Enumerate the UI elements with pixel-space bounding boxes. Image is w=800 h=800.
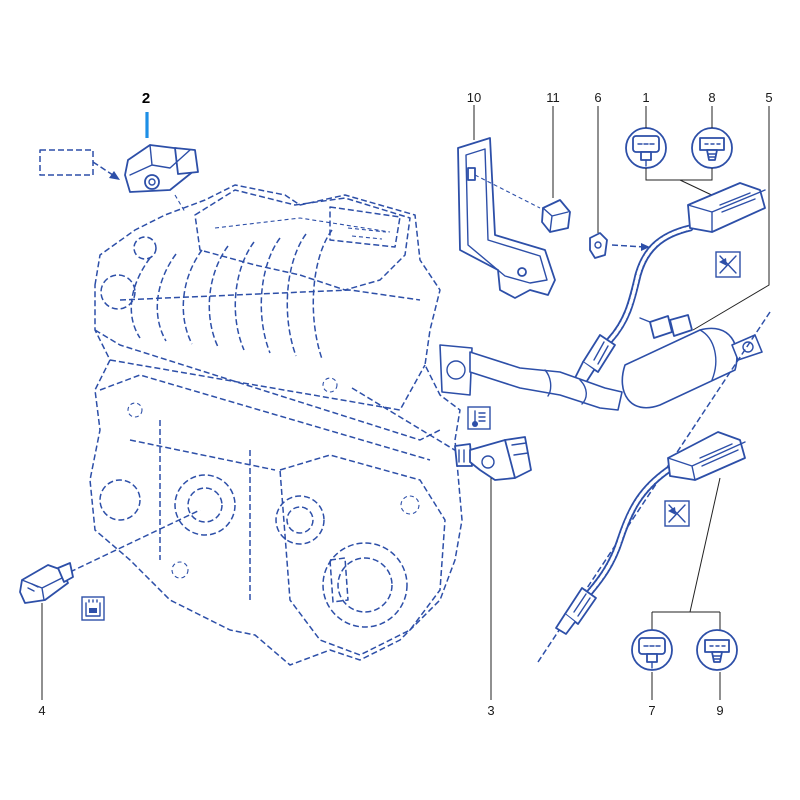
callout-8[interactable]: 8 (708, 90, 715, 105)
callout-6[interactable]: 6 (594, 90, 601, 105)
callout-2[interactable]: 2 (142, 90, 150, 107)
connector-detail-icon (696, 629, 738, 671)
callout-7[interactable]: 7 (648, 703, 655, 718)
connector-detail-icon (691, 127, 733, 169)
disconnect-tool-icon (715, 251, 741, 278)
callout-11[interactable]: 11 (546, 90, 560, 105)
callout-3[interactable]: 3 (487, 703, 494, 718)
connector-detail-icon (631, 629, 673, 671)
part-2-sensor (39, 144, 199, 213)
callout-5[interactable]: 5 (765, 90, 772, 105)
callout-1[interactable]: 1 (642, 90, 649, 105)
callout-4[interactable]: 4 (38, 703, 45, 718)
knock-sensor-icon (81, 596, 105, 621)
part-3-sensor (351, 387, 532, 481)
callout-9[interactable]: 9 (716, 703, 723, 718)
exhaust-system (439, 327, 763, 411)
dashed-reference-box-icon (39, 149, 94, 176)
part-11-clip (541, 199, 571, 233)
part-4-sensor (19, 509, 201, 604)
downstream-sensor (555, 431, 746, 635)
connector-detail-icon (625, 127, 667, 169)
part-5-upstream-sensor (574, 182, 766, 385)
part-6-clip (589, 232, 650, 259)
temperature-sensor-icon (467, 406, 491, 430)
part-10-bracket (457, 137, 556, 299)
callout-10[interactable]: 10 (467, 90, 481, 105)
disconnect-tool-icon (664, 500, 690, 527)
engine-block (89, 184, 463, 666)
